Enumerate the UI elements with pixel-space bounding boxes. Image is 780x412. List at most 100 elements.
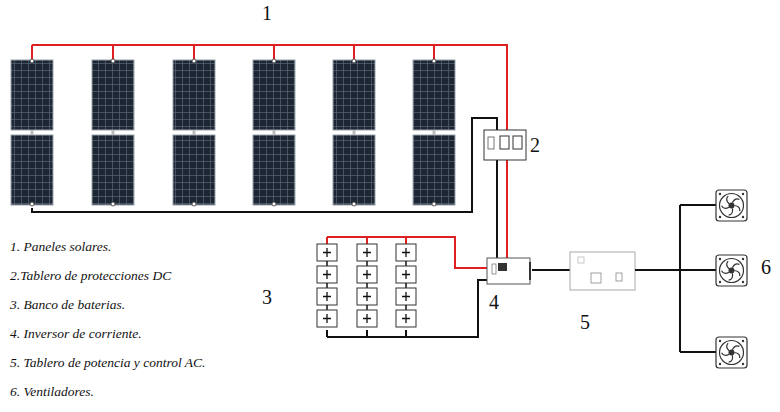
fans <box>716 190 747 368</box>
solar-panel <box>173 60 215 130</box>
positive-wire <box>32 45 512 262</box>
panel-terminal <box>30 59 34 63</box>
battery-sign <box>363 314 371 323</box>
fan-blade <box>722 271 730 274</box>
battery-link <box>366 283 368 288</box>
solar-panel <box>92 135 134 205</box>
battery-sign <box>363 292 371 301</box>
fan-screw <box>742 340 744 342</box>
battery-wire <box>366 237 368 244</box>
solar-panels <box>11 60 455 205</box>
panel-link <box>433 130 436 135</box>
callout-number: 6 <box>761 256 771 279</box>
fan-screw <box>719 193 721 195</box>
panel-terminal <box>352 202 356 206</box>
panel-terminal <box>272 59 276 63</box>
dc-protection-board <box>484 130 526 160</box>
battery-sign <box>363 270 371 279</box>
callout-number: 4 <box>489 291 499 314</box>
fan-blade <box>729 273 733 280</box>
panel-link <box>112 130 115 135</box>
battery-positive-wire <box>327 237 487 268</box>
fan-ring <box>720 259 744 283</box>
panel-drop <box>112 45 114 60</box>
battery-sign <box>323 270 331 279</box>
battery <box>396 288 416 305</box>
fan-blade <box>732 264 739 268</box>
panel-terminal <box>432 59 436 63</box>
battery-link <box>326 305 328 310</box>
battery-sign <box>323 292 331 301</box>
battery-sign <box>323 314 331 323</box>
solar-panel <box>11 135 53 205</box>
solar-panel <box>92 60 134 130</box>
battery-wire <box>326 330 328 337</box>
fan-blade <box>727 343 729 351</box>
ac-power-board <box>570 252 635 290</box>
fan-wires <box>635 205 716 352</box>
battery-link <box>326 283 328 288</box>
fan-ring <box>720 194 744 218</box>
battery <box>357 266 377 283</box>
fan-screw <box>719 340 721 342</box>
panel-terminal <box>30 202 34 206</box>
panel-terminal <box>192 59 196 63</box>
battery-sign <box>323 248 331 257</box>
inverter <box>487 258 530 284</box>
fan-screw <box>742 258 744 260</box>
battery-sign <box>402 270 410 279</box>
battery-sign <box>363 248 371 257</box>
fan-screw <box>719 363 721 365</box>
callout-number: 1 <box>262 2 272 25</box>
fan-screw <box>742 281 744 283</box>
legend-item: 2.Tablero de protecciones DC <box>10 268 171 284</box>
fan <box>716 337 747 368</box>
panel-terminal <box>111 59 115 63</box>
solar-panel <box>413 60 455 130</box>
battery <box>357 244 377 261</box>
solar-panel <box>253 60 295 130</box>
battery <box>357 310 377 327</box>
battery <box>317 266 337 283</box>
fan-blade <box>722 353 730 356</box>
battery <box>357 288 377 305</box>
fan-screw <box>742 363 744 365</box>
battery-link <box>366 261 368 266</box>
legend-item: 5. Tablero de potencia y control AC. <box>10 355 206 371</box>
legend-item: 4. Inversor de corriente. <box>10 326 142 342</box>
battery-negative-wire <box>327 280 487 337</box>
panel-drop <box>273 45 275 60</box>
battery-link <box>405 261 407 266</box>
fan-screw <box>742 193 744 195</box>
panel-link <box>31 130 34 135</box>
solar-panel <box>11 60 53 130</box>
fan-screw <box>719 258 721 260</box>
fan <box>716 255 747 286</box>
panel-link <box>273 130 276 135</box>
panel-terminal <box>432 202 436 206</box>
solar-panel <box>413 135 455 205</box>
battery-link <box>405 305 407 310</box>
legend-item: 3. Banco de baterias. <box>10 297 125 313</box>
battery-link <box>405 283 407 288</box>
fan-blade <box>727 261 729 269</box>
panel-terminal <box>272 202 276 206</box>
fan-blade <box>732 346 739 350</box>
ac-wire <box>532 269 570 271</box>
legend-item: 1. Paneles solares. <box>10 239 112 255</box>
panel-drop <box>433 45 435 60</box>
panel-link <box>353 130 356 135</box>
battery-bank <box>317 237 416 337</box>
fan-blade <box>735 206 740 212</box>
battery-wire <box>326 237 328 244</box>
callout-number: 3 <box>262 286 272 309</box>
fan-screw <box>719 216 721 218</box>
battery <box>396 244 416 261</box>
fan-blade <box>732 199 739 203</box>
battery-wire <box>366 330 368 337</box>
fan-blade <box>735 271 740 277</box>
legend-item: 6. Ventiladores. <box>10 384 94 400</box>
fan <box>716 190 747 221</box>
battery-wire <box>405 237 407 244</box>
battery-wire <box>405 330 407 337</box>
